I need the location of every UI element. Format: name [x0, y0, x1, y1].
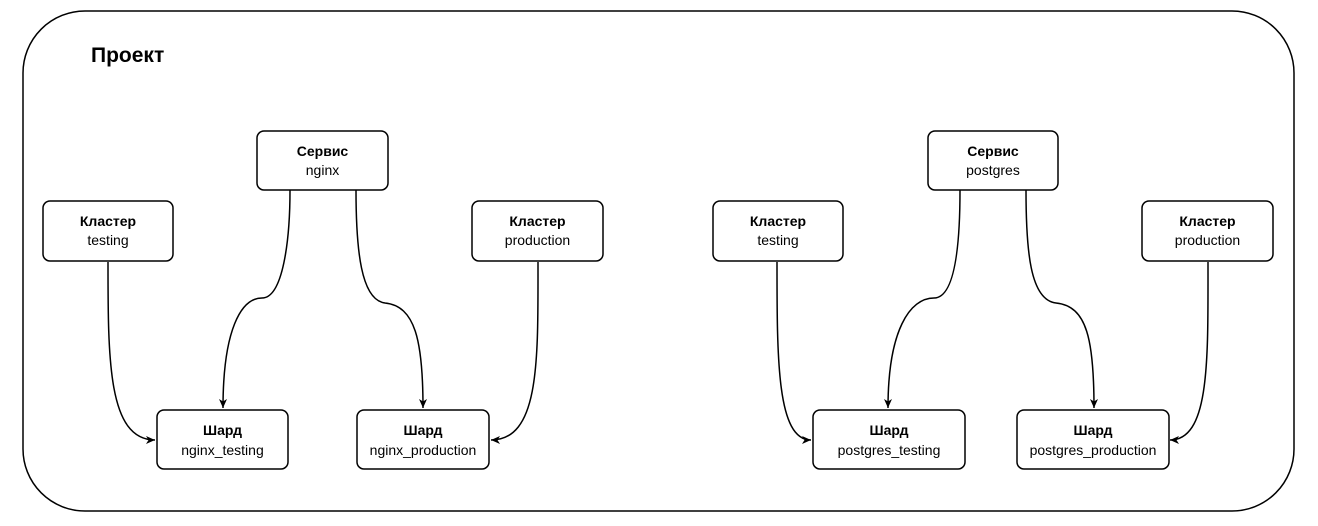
edge-service-postgres-to-shard-postgres-production — [1025, 189, 1098, 409]
node-service-postgres[interactable]: Сервис postgres — [927, 130, 1059, 191]
node-title: Сервис — [967, 143, 1019, 159]
edge-service-nginx-to-shard-nginx-testing — [219, 189, 291, 409]
node-name: nginx_production — [370, 442, 477, 458]
node-cluster-production[interactable]: Кластер production — [471, 200, 604, 262]
edges — [107, 189, 1209, 444]
edge-cluster-production-to-shard-postgres-production — [1169, 261, 1209, 444]
edge-cluster-testing-to-shard-nginx-testing — [107, 261, 156, 444]
node-cluster-testing[interactable]: Кластер testing — [42, 200, 174, 262]
node-name: production — [1175, 232, 1240, 248]
node-title: Шард — [404, 422, 443, 438]
edge-service-postgres-to-shard-postgres-testing — [884, 189, 961, 409]
project-title: Проект — [91, 44, 164, 67]
node-name: postgres — [966, 162, 1020, 178]
node-shard-nginx-testing[interactable]: Шард nginx_testing — [156, 409, 289, 470]
node-title: Кластер — [509, 213, 565, 229]
edge-cluster-testing-to-shard-postgres-testing — [776, 261, 812, 444]
node-name: testing — [757, 232, 798, 248]
node-title: Кластер — [80, 213, 136, 229]
node-name: nginx — [306, 162, 339, 178]
node-shard-postgres-production[interactable]: Шард postgres_production — [1016, 409, 1170, 470]
node-name: postgres_production — [1030, 442, 1157, 458]
node-title: Шард — [203, 422, 242, 438]
node-title: Шард — [1074, 422, 1113, 438]
node-title: Сервис — [297, 143, 349, 159]
node-service-nginx[interactable]: Сервис nginx — [256, 130, 389, 191]
node-title: Шард — [870, 422, 909, 438]
node-cluster-production[interactable]: Кластер production — [1141, 200, 1274, 262]
node-name: production — [505, 232, 570, 248]
node-title: Кластер — [750, 213, 806, 229]
node-shard-postgres-testing[interactable]: Шард postgres_testing — [812, 409, 966, 470]
node-shard-nginx-production[interactable]: Шард nginx_production — [356, 409, 490, 470]
edge-cluster-production-to-shard-nginx-production — [490, 261, 539, 444]
node-cluster-testing[interactable]: Кластер testing — [712, 200, 844, 262]
node-name: nginx_testing — [181, 442, 264, 458]
node-name: testing — [87, 232, 128, 248]
node-name: postgres_testing — [838, 442, 941, 458]
edge-service-nginx-to-shard-nginx-production — [355, 189, 427, 409]
node-title: Кластер — [1179, 213, 1235, 229]
